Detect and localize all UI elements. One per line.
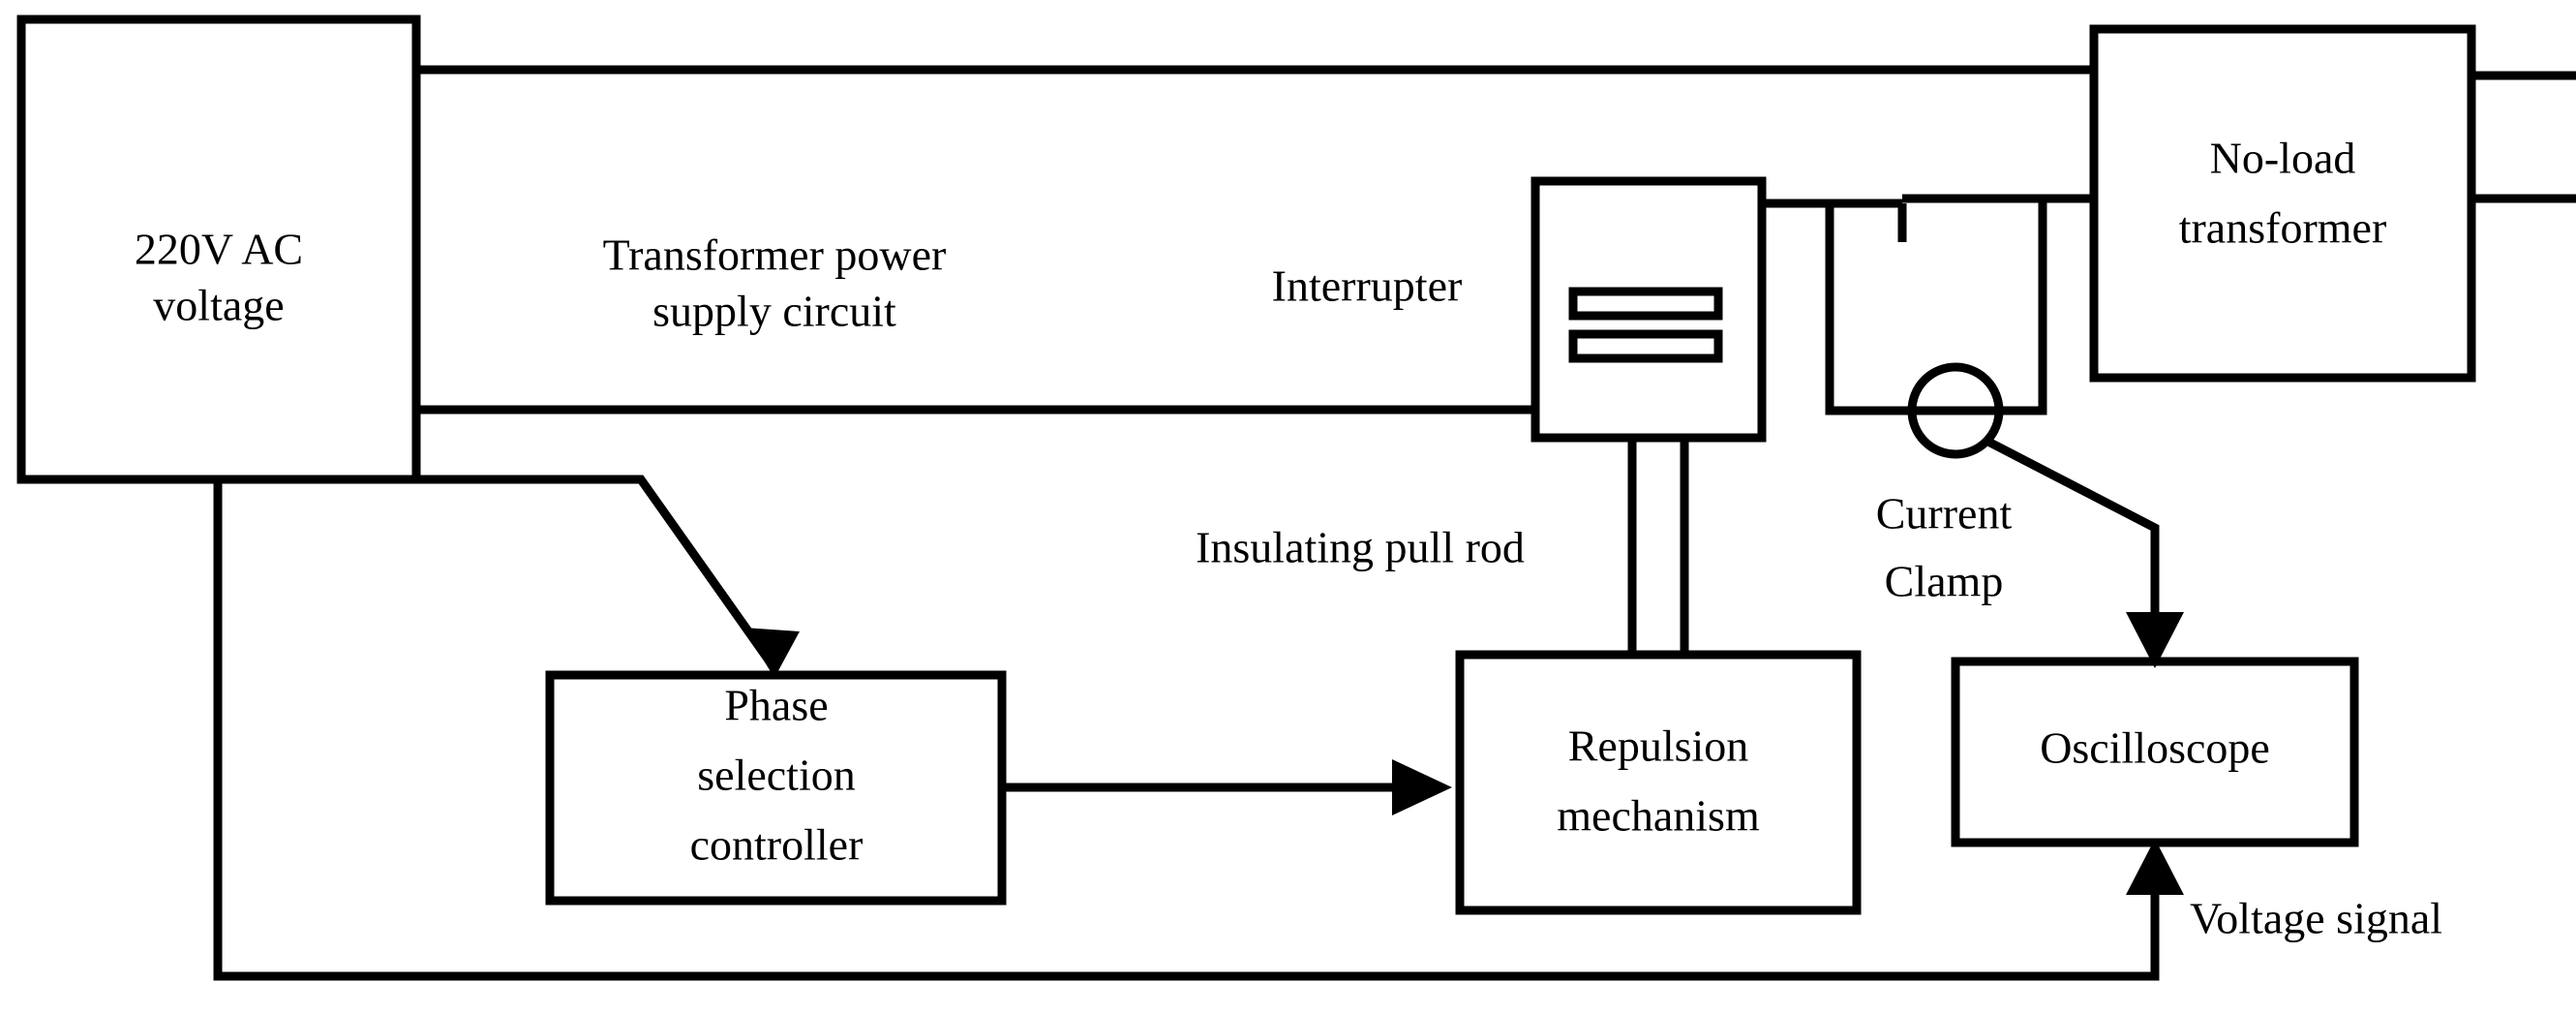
- voltage-signal-label: Voltage signal: [2190, 894, 2442, 943]
- phase-controller-label-line1: Phase: [724, 681, 828, 730]
- current-clamp-label-line2: Clamp: [1885, 557, 2004, 606]
- interrupter-label: Interrupter: [1272, 261, 1463, 311]
- insulating-pull-rod-label: Insulating pull rod: [1196, 523, 1525, 572]
- arrowhead-to-phase-controller-icon: [743, 628, 800, 678]
- phase-controller-label-line3: controller: [690, 820, 864, 870]
- repulsion-mechanism-label-line1: Repulsion: [1568, 722, 1749, 771]
- ac-source-label-line1: 220V AC: [135, 225, 303, 274]
- ac-source-label-line2: voltage: [153, 281, 284, 330]
- arrowhead-to-oscilloscope-top-icon: [2126, 612, 2184, 668]
- source-to-phase-controller-wire: [416, 475, 778, 671]
- current-clamp-label-line1: Current: [1876, 489, 2013, 538]
- oscilloscope-label: Oscilloscope: [2040, 723, 2270, 773]
- transformer-power-supply-circuit-line1: Transformer power: [603, 230, 947, 280]
- transformer-power-supply-circuit-line2: supply circuit: [652, 287, 896, 336]
- current-clamp-loop-wire: [1825, 199, 2047, 415]
- ac-source-block[interactable]: [16, 15, 421, 484]
- interrupter-lower-contact-bar: [1568, 329, 1723, 363]
- current-clamp-to-oscilloscope-wire: [1984, 437, 2160, 639]
- arrowhead-to-oscilloscope-bottom-icon: [2126, 839, 2184, 895]
- phase-controller-label-line2: selection: [697, 751, 856, 800]
- voltage-signal-return-wire: [213, 479, 2160, 981]
- no-load-transformer-label-line1: No-load: [2210, 134, 2356, 183]
- no-load-transformer-block[interactable]: [2089, 24, 2476, 383]
- arrowhead-to-repulsion-icon: [1392, 759, 1452, 815]
- interrupter-upper-contact-bar: [1568, 287, 1723, 321]
- repulsion-mechanism-label-line2: mechanism: [1557, 791, 1760, 841]
- repulsion-mechanism-block[interactable]: [1455, 650, 1862, 915]
- no-load-transformer-label-line2: transformer: [2179, 203, 2387, 253]
- current-clamp-circle-icon: [1907, 362, 2004, 459]
